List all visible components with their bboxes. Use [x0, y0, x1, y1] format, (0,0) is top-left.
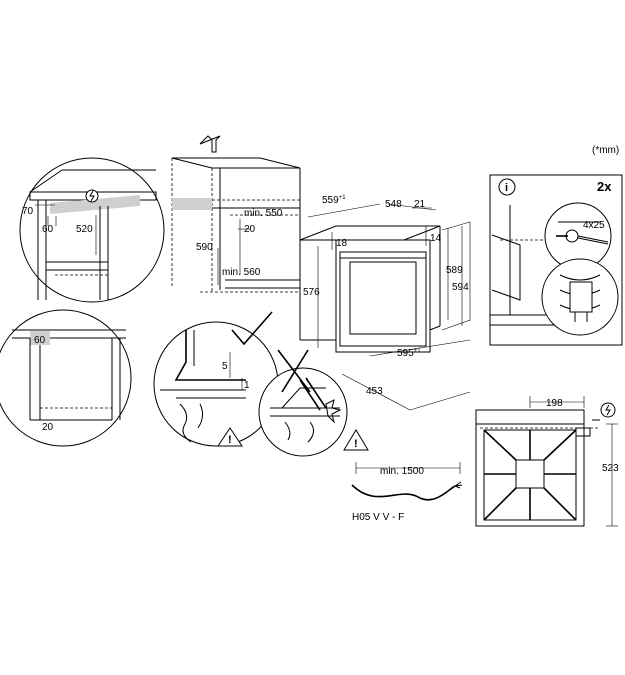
cabinet-niche: min. 550 20 590 min. 560: [171, 135, 301, 293]
top-left-detail: 70 60 520: [19, 157, 165, 303]
label-60: 60: [34, 335, 46, 346]
up-arrow-icon: [199, 135, 221, 153]
label-590: 590: [196, 242, 213, 253]
label-18: 18: [336, 238, 348, 249]
impact-icon: [325, 399, 342, 424]
label-548: 548: [385, 199, 402, 210]
shaded-opening: [172, 198, 212, 210]
label-576: 576: [303, 287, 320, 298]
label-14: 14: [430, 233, 442, 244]
unit-note: (*mm): [592, 145, 619, 156]
label-21: 21: [414, 199, 426, 210]
label-198: 198: [546, 398, 563, 409]
oven: 559+1 548 21 18 14 576 589 594 595+1 453: [299, 195, 471, 411]
shaded-opening: [30, 331, 50, 345]
label-595: 595+1: [397, 348, 421, 359]
info-icon: [498, 178, 516, 196]
label-594: 594: [452, 282, 469, 293]
label-520: 520: [76, 224, 93, 235]
install-correct-detail: ! 5 1: [153, 321, 279, 447]
cross-mark-icon: [277, 349, 311, 393]
label-min-1500: min. 1500: [380, 466, 424, 477]
label-589: 589: [446, 265, 463, 276]
shaded-opening: [50, 195, 140, 214]
label-70: 70: [22, 206, 34, 217]
warning-icon: [343, 429, 369, 451]
label-min-550: min. 550: [244, 208, 283, 219]
screw-label: 4x25: [583, 220, 605, 231]
label-60: 60: [42, 224, 54, 235]
label-523: 523: [602, 463, 619, 474]
label-559: 559+1: [322, 195, 346, 206]
label-20: 20: [244, 224, 256, 235]
hob-top-view: 198 523: [475, 396, 619, 527]
warning-icon-mark: !: [354, 438, 358, 450]
label-453: 453: [366, 386, 383, 397]
power-cable: min. 1500 H05 V V - F: [351, 462, 463, 523]
install-wrong-detail: [258, 367, 348, 457]
label-min-560: min. 560: [222, 267, 261, 278]
warning-icon: [217, 427, 243, 447]
info-icon-glyph: i: [505, 182, 508, 194]
label-1: 1: [244, 380, 250, 391]
multiplier-label: 2x: [597, 179, 612, 194]
warning-icon-mark: !: [228, 434, 232, 446]
check-mark-icon: [231, 311, 273, 346]
oven-door: [335, 239, 431, 353]
cable-type: H05 V V - F: [352, 512, 404, 523]
label-5: 5: [222, 361, 228, 372]
mid-left-detail: 60 20: [0, 309, 132, 447]
info-box: i 2x 4x25: [489, 174, 623, 346]
label-20: 20: [42, 422, 54, 433]
